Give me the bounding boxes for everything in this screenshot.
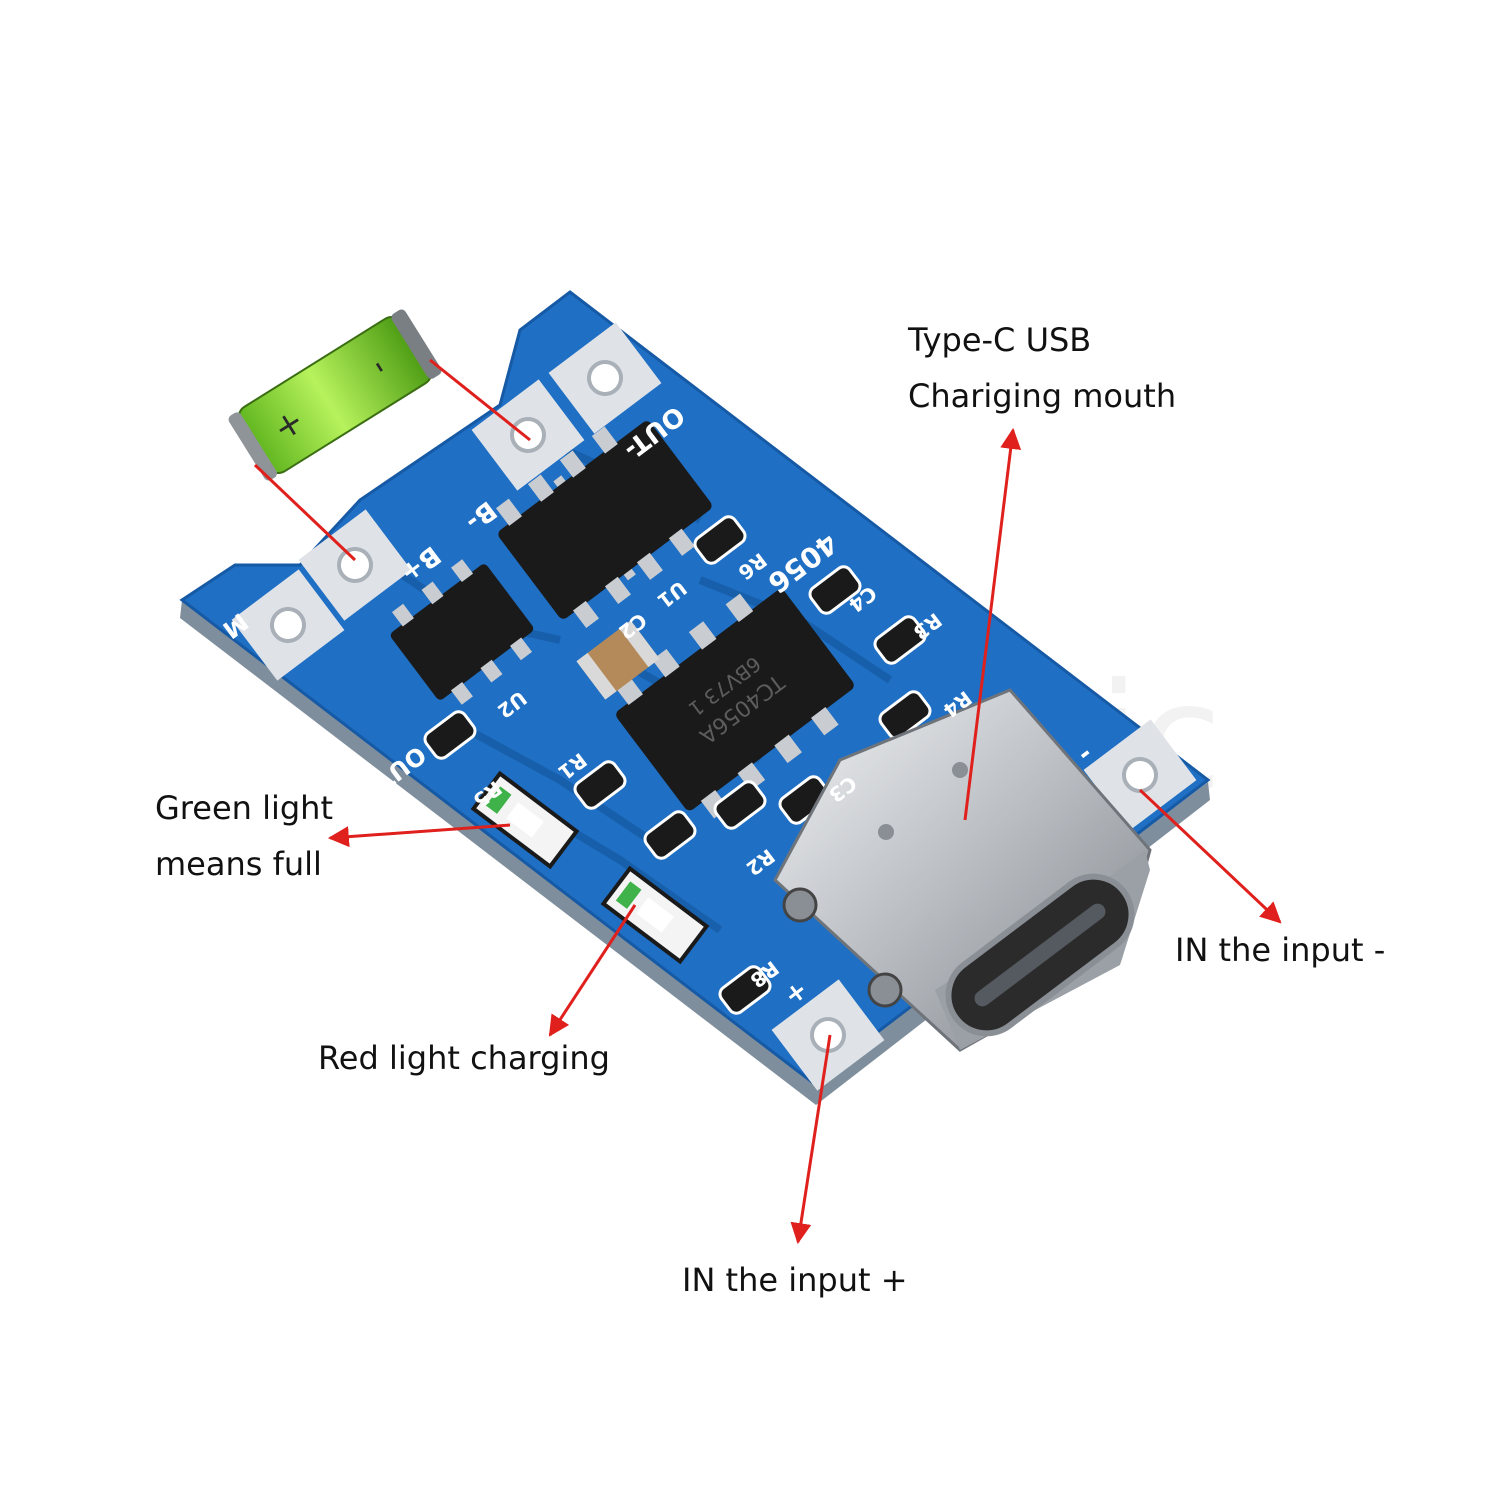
arrow-typec xyxy=(963,427,1022,821)
label-typec-line1: Type-C USB xyxy=(908,321,1092,359)
label-typec-usb: Type-C USB Chariging mouth xyxy=(908,312,1176,424)
pad-out-plus xyxy=(231,569,345,681)
arrow-green xyxy=(327,823,511,848)
label-red-light: Red light charging xyxy=(318,1039,610,1077)
pad-in-plus xyxy=(771,979,885,1091)
label-green-line1: Green light xyxy=(155,789,333,827)
smd-c1 xyxy=(713,780,767,830)
callout-arrows xyxy=(253,358,1282,1245)
smd-r8 xyxy=(718,965,772,1015)
label-green-line2: means full xyxy=(155,845,322,883)
smd-c4 xyxy=(808,565,862,615)
smd-r3 xyxy=(873,615,927,665)
smd-r2 xyxy=(643,810,697,860)
label-in-negative: IN the input - xyxy=(1175,931,1386,969)
led-red xyxy=(600,865,710,965)
line-battery-neg xyxy=(429,358,531,442)
chip-tc4056a: TC4056A 6BV73 1 xyxy=(615,589,854,819)
led-green xyxy=(470,770,580,870)
battery-icon: - + xyxy=(228,309,442,481)
smd-r5 xyxy=(423,710,477,760)
smd-r6 xyxy=(693,515,747,565)
smd-r1 xyxy=(573,760,627,810)
pad-out-minus xyxy=(548,322,662,434)
usb-typec-connector xyxy=(773,688,1152,1052)
arrow-in-pos xyxy=(790,1034,832,1245)
arrow-in-neg xyxy=(1138,788,1282,924)
pad-b-minus xyxy=(471,379,585,491)
label-typec-line2: Chariging mouth xyxy=(908,377,1177,415)
chip-protection-ic xyxy=(495,421,712,629)
capacitor-c2 xyxy=(576,620,660,700)
arrow-red xyxy=(548,904,637,1037)
label-in-positive: IN the input + xyxy=(682,1261,908,1299)
smd-r4 xyxy=(878,690,932,740)
pad-in-minus xyxy=(1083,719,1197,831)
chip-u2 xyxy=(390,559,534,705)
label-green-light: Green light means full xyxy=(155,780,333,892)
line-battery-pos xyxy=(253,463,357,562)
